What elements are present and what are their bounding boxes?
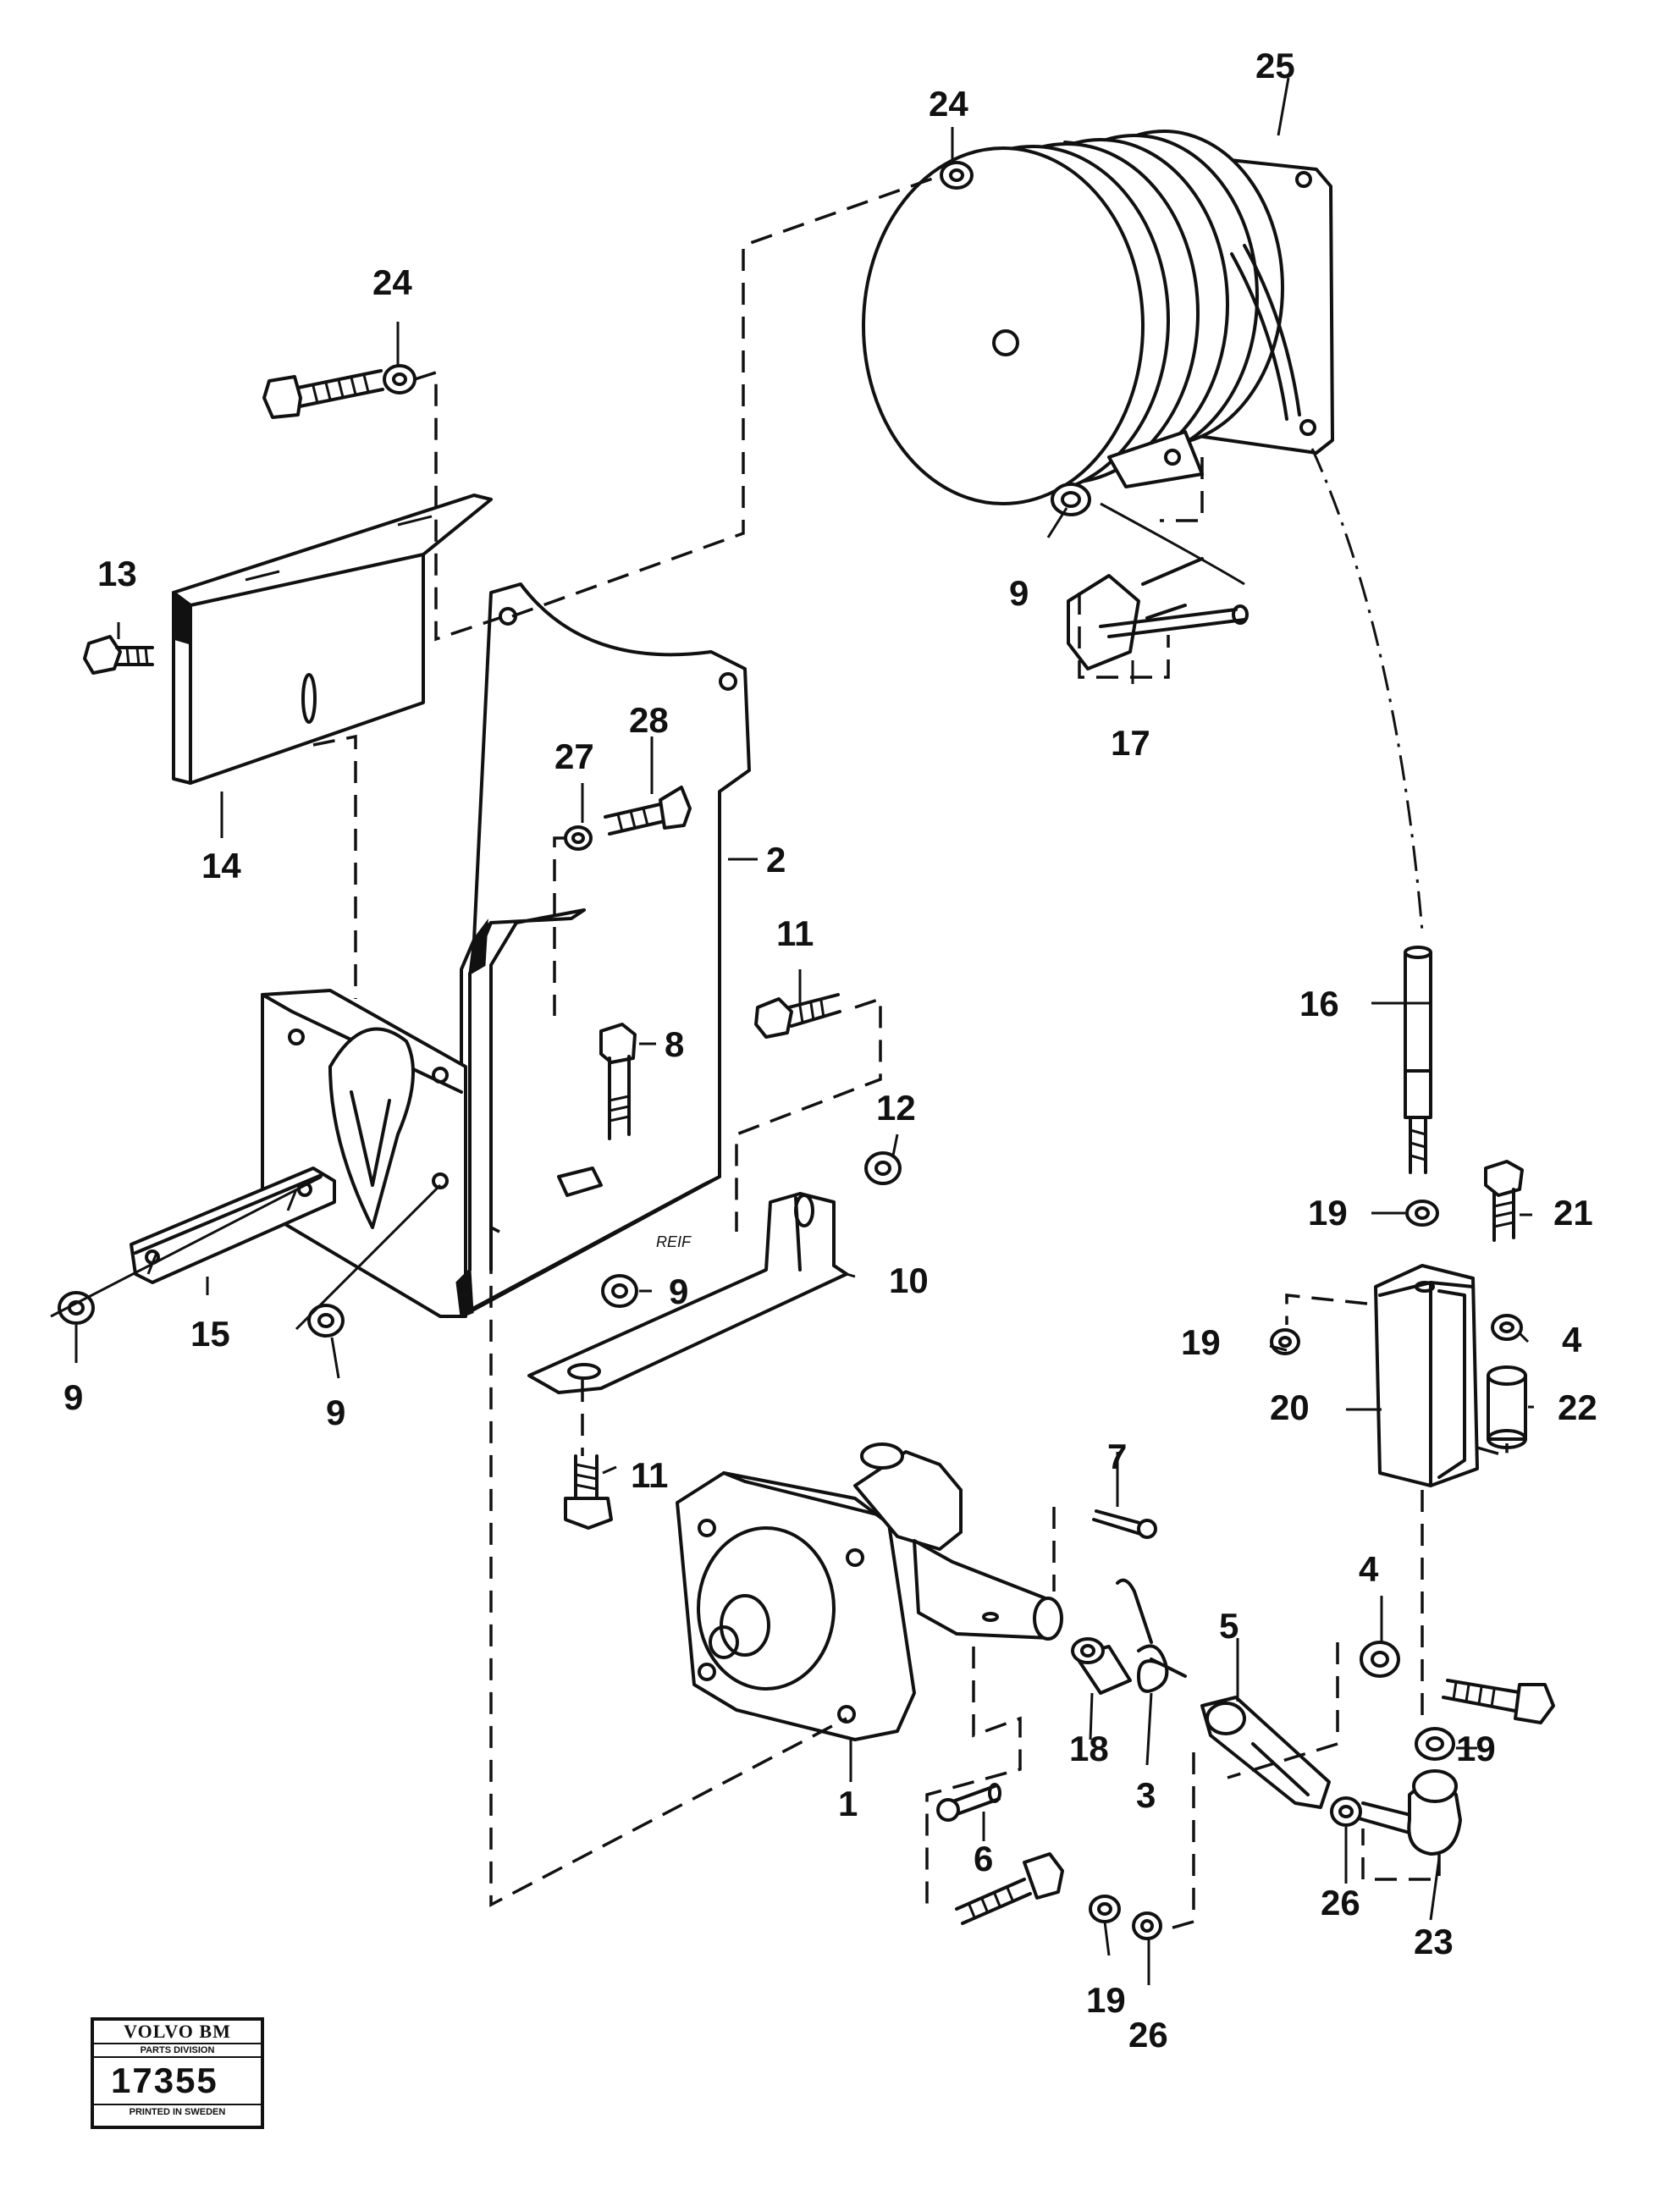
valve-part-1 [676, 1442, 1063, 1741]
callout-26-right: 26 [1321, 1883, 1360, 1922]
plate-part-14 [172, 494, 493, 785]
callout-9-center: 9 [669, 1271, 688, 1311]
washer-part-27 [564, 825, 593, 851]
callout-15: 15 [190, 1314, 230, 1354]
callout-22: 22 [1558, 1387, 1597, 1427]
callout-1: 1 [838, 1784, 858, 1823]
callout-13: 13 [97, 554, 137, 593]
bolt-part-11-bottom [564, 1454, 613, 1530]
washer-part-4-upper [1491, 1314, 1523, 1341]
front-plate [261, 989, 474, 1319]
callout-24-top: 24 [929, 84, 968, 124]
square-nut [557, 1167, 603, 1197]
fork-part-5 [1200, 1696, 1331, 1809]
callout-9-left: 9 [63, 1377, 83, 1417]
callout-3: 3 [1136, 1775, 1156, 1815]
callout-19-right: 19 [1456, 1729, 1496, 1768]
callout-9-top: 9 [1009, 573, 1029, 613]
nut-part-12 [864, 1151, 902, 1185]
spring-part-3 [1116, 1578, 1187, 1693]
callout-16: 16 [1299, 984, 1339, 1023]
bellows-part-25 [862, 130, 1334, 505]
washer-part-26-lower [1132, 1911, 1162, 1940]
washer-part-24-top [940, 161, 974, 190]
callout-25: 25 [1255, 46, 1295, 86]
washer-part-26-right [1330, 1796, 1362, 1827]
nut-part-9-mid [307, 1304, 345, 1338]
assembly-lead-lines [50, 174, 1509, 1932]
callout-17: 17 [1111, 723, 1150, 763]
callout-4-lower: 4 [1359, 1549, 1379, 1589]
callout-23: 23 [1414, 1922, 1454, 1961]
parts-division-stamp: VOLVO BM PARTS DIVISION 17355 PRINTED IN… [91, 2017, 264, 2129]
callout-6: 6 [974, 1839, 993, 1878]
callout-10: 10 [889, 1260, 929, 1300]
bracket-marking: REIF [656, 1233, 692, 1250]
stamp-brand: VOLVO BM [94, 2021, 261, 2044]
nut-part-19-lower [1089, 1895, 1121, 1923]
bolt-part-24-left [262, 364, 417, 419]
callout-14: 14 [201, 846, 241, 885]
callout-2: 2 [766, 840, 786, 880]
bushing-part-18 [1071, 1637, 1132, 1695]
callout-11-top: 11 [776, 913, 814, 953]
nut-part-19-upper [1405, 1200, 1439, 1227]
bolt-part-11-top [754, 993, 841, 1039]
bolt-part-8 [599, 1023, 637, 1140]
callout-leaders [74, 77, 1534, 1985]
callout-27: 27 [554, 736, 594, 776]
ball-joint-part-23 [1357, 1769, 1462, 1856]
nut-part-9-top [1051, 483, 1091, 516]
callout-8: 8 [665, 1024, 684, 1064]
bolt-part-21 [1484, 1160, 1524, 1242]
callout-9-mid: 9 [326, 1393, 345, 1432]
bolt-lower-middle [955, 1852, 1064, 1925]
spacer-part-22 [1487, 1365, 1527, 1449]
callout-4-upper: 4 [1562, 1320, 1582, 1360]
pin-part-6 [936, 1783, 1001, 1822]
callout-19-upper: 19 [1308, 1193, 1348, 1233]
nut-part-9-center [601, 1274, 638, 1308]
callout-5: 5 [1219, 1606, 1238, 1646]
stamp-printed: PRINTED IN SWEDEN [129, 2107, 226, 2117]
clamp-part-17 [1067, 502, 1249, 670]
nut-part-19-right [1415, 1727, 1455, 1761]
bolt-lower-right [1442, 1679, 1555, 1724]
pin-part-7 [1092, 1509, 1157, 1539]
callout-11-bottom: 11 [631, 1455, 668, 1495]
callout-19-lower: 19 [1086, 1980, 1126, 2020]
bolt-part-13 [83, 635, 154, 675]
bolt-part-28 [604, 786, 692, 836]
callout-12: 12 [876, 1088, 916, 1128]
callout-20: 20 [1270, 1387, 1310, 1427]
callout-24-left: 24 [372, 262, 412, 302]
bracket-part-2 [460, 582, 751, 1318]
callout-numbers: 24 25 24 13 9 17 14 27 28 2 11 8 16 12 1… [63, 46, 1597, 2055]
stamp-division: PARTS DIVISION [94, 2044, 261, 2058]
callout-26-lower: 26 [1128, 2015, 1168, 2055]
stamp-number: 17355 [94, 2058, 261, 2105]
callout-19-mid: 19 [1181, 1322, 1221, 1362]
yoke-part-20 [1374, 1264, 1479, 1487]
callout-7: 7 [1107, 1437, 1127, 1476]
callout-21: 21 [1553, 1193, 1593, 1233]
angle-bracket-part-10 [527, 1192, 848, 1394]
washer-part-4-lower [1360, 1641, 1400, 1678]
callout-18: 18 [1069, 1729, 1109, 1768]
cable-part-16 [1404, 946, 1432, 1174]
callout-28: 28 [629, 700, 669, 740]
